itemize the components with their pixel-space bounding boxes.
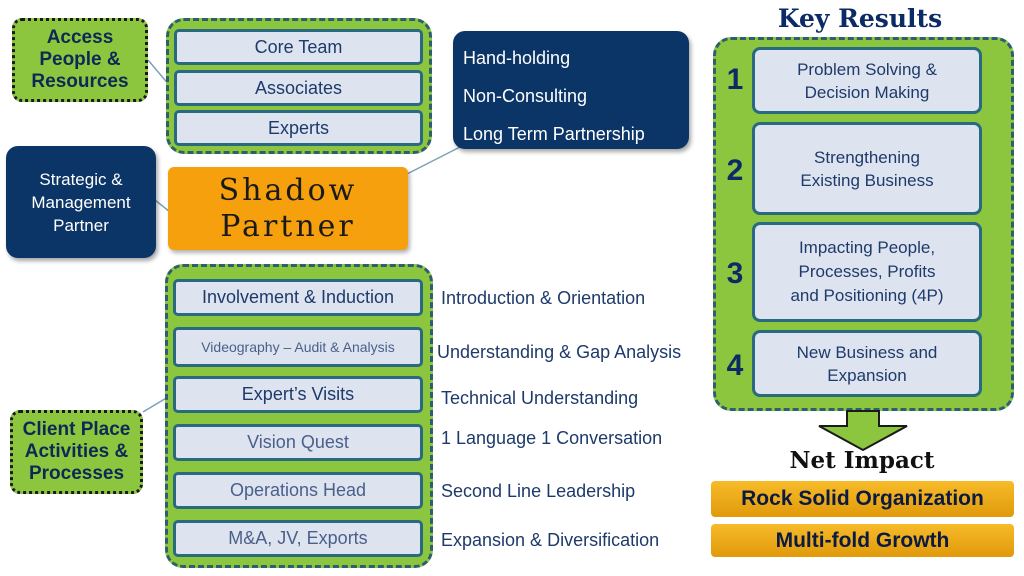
strategic-partner-box: Strategic & Management Partner bbox=[6, 146, 156, 258]
activity-box-videography: Videography – Audit & Analysis bbox=[173, 327, 423, 367]
activity-box-expert-visits: Expert’s Visits bbox=[173, 376, 423, 413]
result-box-2: Strengthening Existing Business bbox=[752, 122, 982, 215]
shadow-partner-box: Shadow Partner bbox=[168, 167, 408, 250]
activity-label: Videography – Audit & Analysis bbox=[201, 338, 395, 355]
access-tag-line-3: Resources bbox=[31, 71, 129, 92]
activity-label: Involvement & Induction bbox=[201, 287, 395, 307]
net-impact-title: Net Impact bbox=[789, 447, 935, 474]
access-tag-line-1: Access bbox=[46, 27, 114, 48]
approach-item: Long Term Partnership bbox=[463, 124, 645, 144]
approach-item: Hand-holding bbox=[463, 48, 571, 68]
activity-label: Vision Quest bbox=[247, 432, 349, 452]
activities-tag-line-1: Client Place bbox=[22, 419, 131, 440]
activity-note: Expansion & Diversification bbox=[441, 530, 660, 550]
activity-box-involvement: Involvement & Induction bbox=[173, 279, 423, 316]
result-label-line: Expansion bbox=[827, 365, 907, 385]
activity-note: Understanding & Gap Analysis bbox=[437, 342, 682, 362]
role-line-3: Partner bbox=[53, 215, 109, 235]
activity-note: Introduction & Orientation bbox=[441, 288, 646, 308]
resource-label: Experts bbox=[267, 117, 330, 138]
result-box-1: Problem Solving & Decision Making bbox=[752, 47, 982, 114]
result-number: 1 bbox=[726, 63, 744, 96]
result-label-line: Problem Solving & bbox=[797, 59, 937, 79]
resource-label: Core Team bbox=[254, 36, 343, 57]
resource-box-core-team: Core Team bbox=[174, 29, 423, 65]
result-label-line: Impacting People, bbox=[798, 238, 936, 257]
result-number: 3 bbox=[726, 257, 744, 290]
connector-activities bbox=[142, 396, 169, 413]
activity-box-vision-quest: Vision Quest bbox=[173, 424, 423, 461]
activity-note: Technical Understanding bbox=[441, 388, 639, 408]
outcome-multifold-growth: Multi-fold Growth bbox=[711, 524, 1014, 557]
result-label-line: Existing Business bbox=[800, 170, 934, 190]
result-number: 4 bbox=[726, 349, 744, 382]
activity-note: Second Line Leadership bbox=[441, 481, 636, 501]
activity-label: M&A, JV, Exports bbox=[228, 528, 368, 548]
connector-approach bbox=[404, 145, 463, 176]
activity-label: Operations Head bbox=[229, 480, 367, 500]
result-label-line: Strengthening bbox=[814, 147, 920, 167]
access-resources-tag: Access People & Resources bbox=[12, 18, 148, 102]
shadow-partner-line-1: Shadow bbox=[218, 172, 358, 208]
activity-label: Expert’s Visits bbox=[241, 384, 355, 404]
connector-role bbox=[154, 199, 171, 213]
activities-tag-line-2: Activities & bbox=[24, 441, 129, 462]
activity-box-ma-jv-exports: M&A, JV, Exports bbox=[173, 520, 423, 557]
outcome-rock-solid: Rock Solid Organization bbox=[711, 481, 1014, 517]
resource-label: Associates bbox=[254, 77, 343, 98]
activities-tag-line-3: Processes bbox=[28, 463, 125, 484]
resource-box-experts: Experts bbox=[174, 110, 423, 146]
resource-box-associates: Associates bbox=[174, 70, 423, 106]
result-label-line: Processes, Profits bbox=[798, 262, 936, 281]
access-tag-line-2: People & bbox=[39, 49, 121, 70]
role-line-2: Management bbox=[31, 192, 131, 212]
shadow-partner-line-2: Partner bbox=[220, 208, 356, 244]
result-number: 2 bbox=[726, 154, 744, 187]
key-results-title: Key Results bbox=[777, 4, 943, 33]
result-label-line: Decision Making bbox=[804, 82, 930, 102]
down-arrow-icon bbox=[818, 410, 908, 452]
result-label-line: New Business and bbox=[796, 342, 938, 362]
activity-note: 1 Language 1 Conversation bbox=[441, 428, 663, 448]
client-activities-tag: Client Place Activities & Processes bbox=[10, 410, 143, 494]
outcome-label: Multi-fold Growth bbox=[775, 528, 950, 552]
activity-box-operations-head: Operations Head bbox=[173, 472, 423, 509]
result-box-3: Impacting People, Processes, Profits and… bbox=[752, 222, 982, 322]
result-label-line: and Positioning (4P) bbox=[790, 286, 944, 305]
approach-box: Hand-holding Non-Consulting Long Term Pa… bbox=[453, 31, 689, 149]
result-box-4: New Business and Expansion bbox=[752, 330, 982, 397]
role-line-1: Strategic & bbox=[39, 169, 123, 189]
approach-item: Non-Consulting bbox=[463, 86, 588, 106]
outcome-label: Rock Solid Organization bbox=[741, 487, 984, 510]
